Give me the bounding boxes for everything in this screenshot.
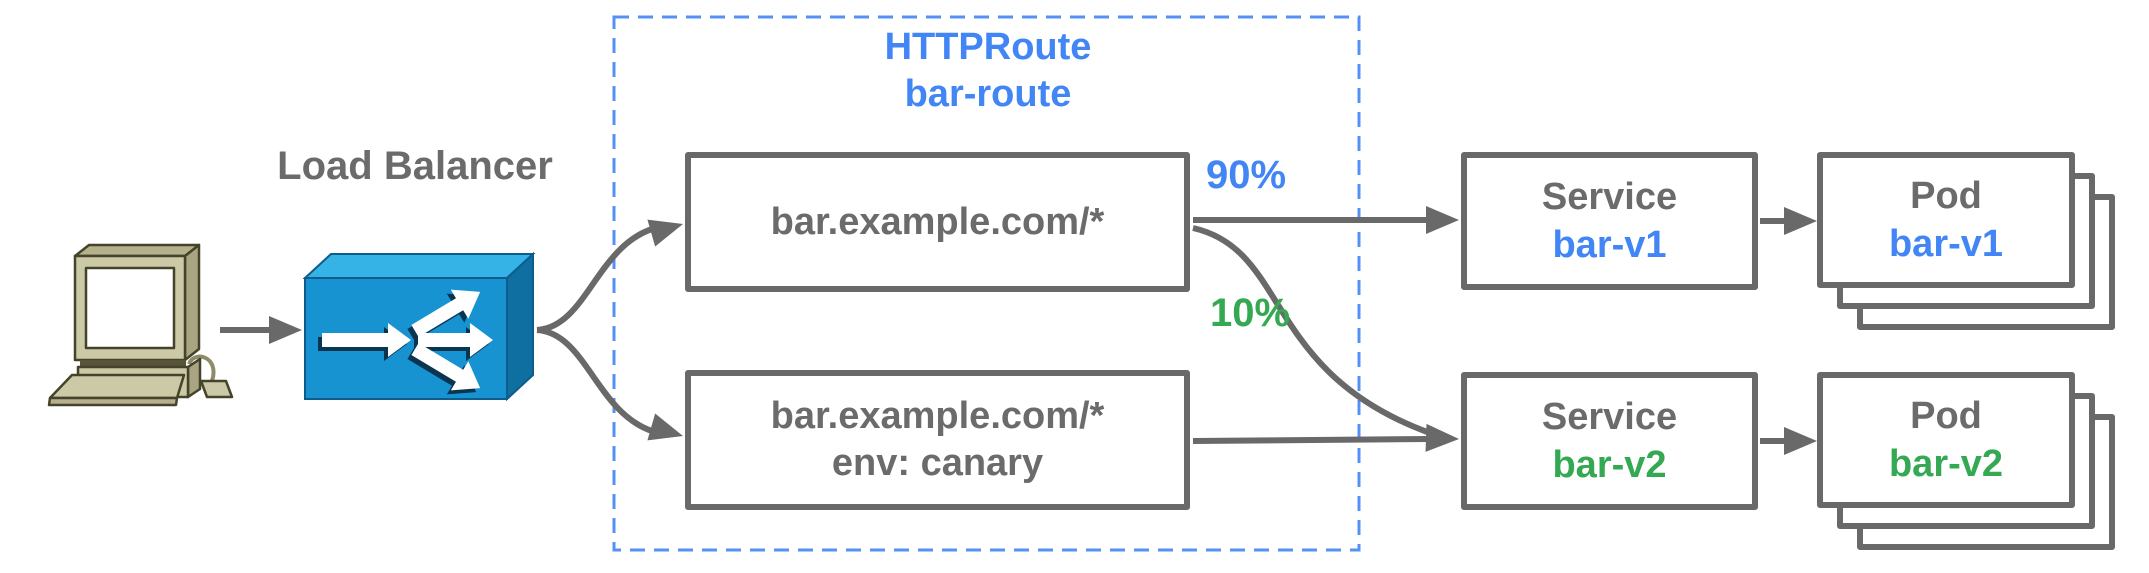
service-bar-v2-box: Service bar-v2 (1461, 372, 1758, 510)
lb-to-rule1-arrow (536, 219, 683, 333)
load-balancer-icon (302, 251, 536, 402)
weight-90-label: 90% (1206, 153, 1287, 197)
service-v2-name-label: bar-v2 (1552, 444, 1667, 486)
pod-v1-name-label: bar-v1 (1888, 223, 2004, 265)
service-v1-name-label: bar-v1 (1552, 224, 1667, 266)
route-rule-box-1: bar.example.com/* (685, 152, 1190, 292)
httproute-title: HTTPRoute bar-route (788, 24, 1188, 118)
rule-2-header-text: env: canary (831, 442, 1044, 484)
httproute-name-label: bar-route (904, 73, 1072, 115)
rule1-to-service-v2-curve (1192, 225, 1432, 436)
pod-v2-name-label: bar-v2 (1888, 443, 2004, 485)
rule1-to-service-v1-arrow (1193, 206, 1459, 234)
service-bar-v1-box: Service bar-v1 (1461, 152, 1758, 290)
pod-bar-v1-card: Pod bar-v1 (1817, 152, 2075, 288)
desktop-computer-icon (47, 243, 234, 407)
service-v2-kind-label: Service (1541, 396, 1678, 438)
client-to-lb-arrow (220, 316, 302, 344)
lb-traffic-arrows (322, 289, 493, 391)
pod-bar-v2-card: Pod bar-v2 (1817, 372, 2075, 508)
service-v1-to-pod-arrow (1760, 207, 1817, 235)
service-v1-kind-label: Service (1541, 176, 1678, 218)
weight-10-label: 10% (1210, 291, 1291, 335)
httproute-kind-label: HTTPRoute (884, 26, 1092, 68)
pod-v1-kind-label: Pod (1910, 175, 1982, 217)
service-v2-to-pod-arrow (1760, 427, 1817, 455)
load-balancer-label: Load Balancer (277, 144, 553, 188)
rule2-to-service-v2-arrow (1192, 423, 1459, 452)
httproute-dashed-container (612, 15, 1361, 552)
lb-to-rule2-arrow (536, 327, 683, 441)
rule-1-match-text: bar.example.com/* (770, 200, 1105, 243)
pod-v2-kind-label: Pod (1910, 395, 1982, 437)
route-rule-box-2: bar.example.com/* env: canary (685, 370, 1190, 510)
rule-2-match-text: bar.example.com/* (770, 395, 1105, 437)
